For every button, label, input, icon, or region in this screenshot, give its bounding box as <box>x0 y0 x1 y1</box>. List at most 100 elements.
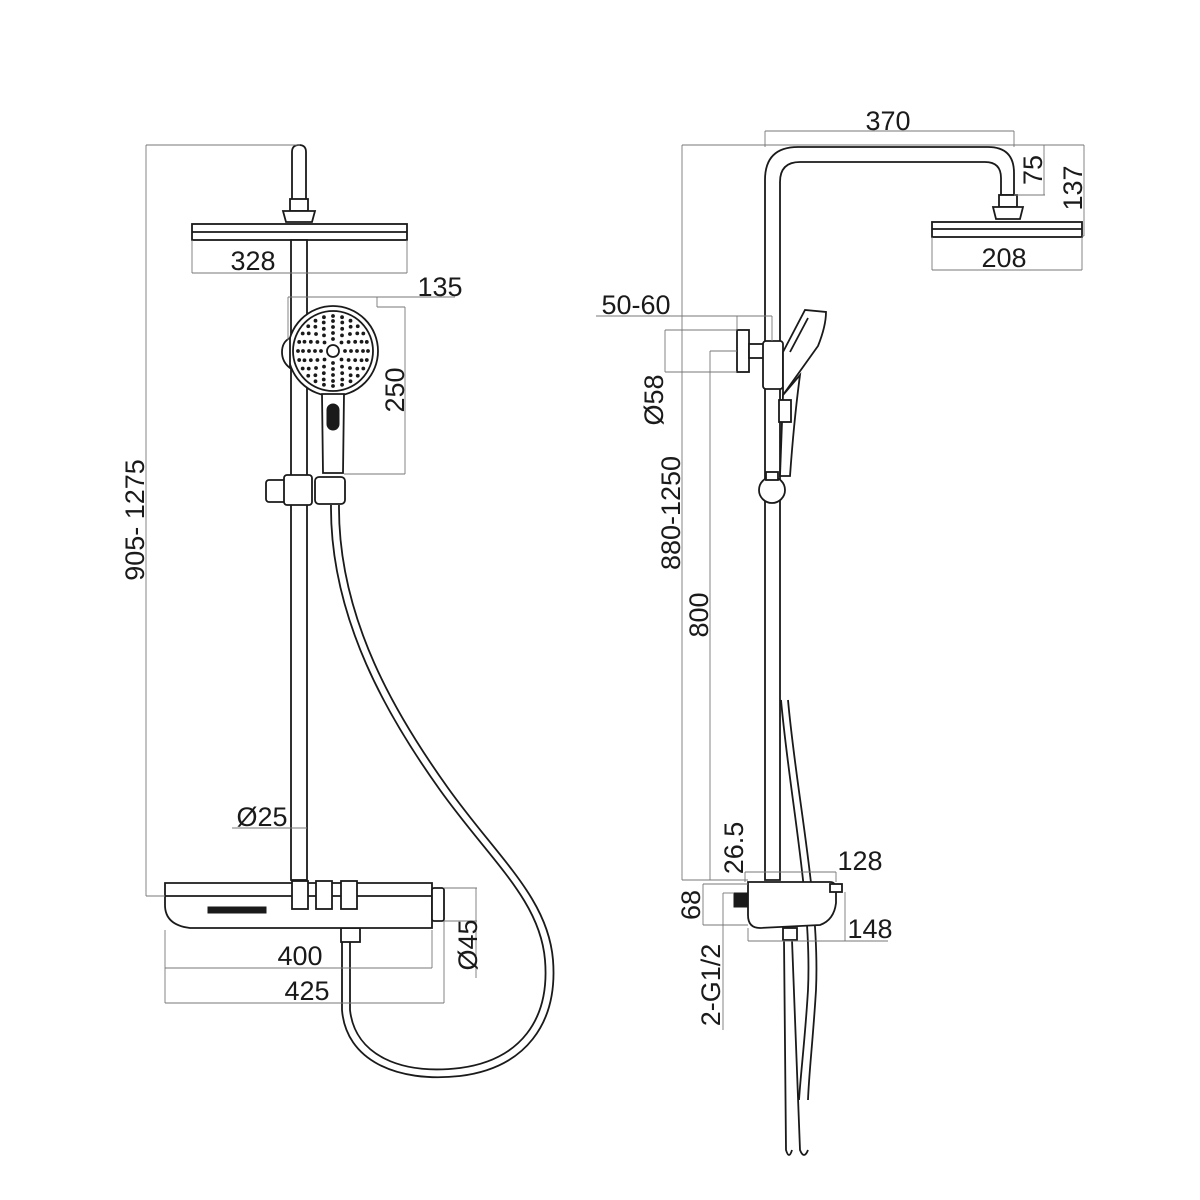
spray-nozzle <box>331 337 335 341</box>
spray-nozzle <box>306 324 311 329</box>
spray-nozzle <box>353 358 358 363</box>
side-arm-reach-label: 370 <box>865 106 910 136</box>
spray-nozzle <box>302 339 307 344</box>
side-shower-hose-inner <box>787 699 818 1101</box>
spray-nozzle <box>308 358 313 363</box>
spray-nozzle <box>315 358 320 362</box>
front-control-knobs <box>291 880 358 910</box>
spray-nozzle <box>355 373 360 378</box>
spray-nozzle <box>340 377 345 382</box>
spray-nozzle <box>331 331 335 335</box>
spray-nozzle <box>322 333 326 338</box>
spray-nozzle <box>340 315 344 320</box>
side-hand-shower <box>762 309 827 477</box>
spray-nozzle <box>331 314 335 318</box>
spray-nozzle <box>306 331 311 336</box>
side-height-range-label: 880-1250 <box>656 456 686 570</box>
spray-nozzle <box>359 339 364 344</box>
spray-nozzle <box>313 379 318 384</box>
front-mixer-total-width-label: 425 <box>284 976 329 1006</box>
front-hand-shower-width-label: 135 <box>417 272 462 302</box>
spray-nozzle <box>296 349 300 353</box>
spray-nozzle <box>331 373 335 377</box>
front-slider-holder <box>265 474 346 506</box>
front-hose-connector <box>340 927 361 943</box>
front-mixer-diameter-label: Ø45 <box>453 919 483 970</box>
front-head-width-label: 328 <box>230 246 275 276</box>
spray-nozzle <box>348 366 352 370</box>
spray-nozzle <box>331 319 335 323</box>
spray-nozzle <box>353 339 358 344</box>
spray-nozzle <box>314 332 318 336</box>
spray-nozzle <box>355 349 359 353</box>
spray-nozzle <box>302 358 307 363</box>
spray-nozzle <box>306 366 311 371</box>
spray-nozzle <box>348 332 352 336</box>
spray-nozzle <box>339 357 344 362</box>
spray-nozzle <box>340 382 344 387</box>
spray-nozzle-pattern <box>296 314 370 388</box>
front-shower-arm <box>291 144 307 201</box>
spray-nozzle <box>322 340 327 345</box>
spray-nozzle <box>346 358 351 362</box>
spray-nozzle <box>349 349 353 353</box>
spray-nozzle <box>355 366 360 371</box>
spray-nozzle <box>331 361 335 365</box>
spray-nozzle <box>307 349 311 353</box>
spray-nozzle <box>361 349 365 353</box>
spray-nozzle <box>319 349 323 353</box>
front-hand-shower-height-label: 250 <box>380 367 410 412</box>
side-arm-drop-label: 75 <box>1018 155 1048 185</box>
side-bracket-diameter-label: Ø58 <box>639 374 669 425</box>
side-riser-with-arm <box>764 146 1015 881</box>
spray-nozzle <box>331 379 335 383</box>
spray-nozzle <box>300 331 305 336</box>
spray-nozzle <box>322 357 327 362</box>
spray-nozzle <box>346 340 351 344</box>
front-hand-shower <box>281 305 379 474</box>
spray-nozzle <box>314 366 318 370</box>
spray-nozzle <box>366 349 370 353</box>
side-inlets-label: 2-G1/2 <box>696 944 726 1027</box>
spray-nozzle <box>348 379 353 384</box>
front-riser-rail <box>290 239 308 881</box>
side-offset-label: 26.5 <box>719 822 749 875</box>
spray-nozzle <box>364 340 369 344</box>
side-wall-bracket <box>736 329 766 373</box>
front-shelf-slot <box>207 906 267 914</box>
spray-nozzle <box>348 318 353 323</box>
spray-nozzle <box>340 364 344 369</box>
side-mixer-projection-label: 148 <box>847 914 892 944</box>
front-dimension-lines <box>145 144 477 1004</box>
front-view: 328 135 250 905- 1275 Ø25 400 425 Ø45 <box>120 144 555 1079</box>
spray-nozzle <box>322 382 326 387</box>
front-head-connector <box>289 198 309 212</box>
spray-nozzle <box>361 366 366 371</box>
front-head-nut <box>281 210 317 223</box>
side-thermostatic-mixer <box>747 881 837 929</box>
front-rail-diameter-label: Ø25 <box>236 802 287 832</box>
front-shower-hose-inner <box>338 504 555 1079</box>
side-wall-distance-label: 50-60 <box>601 290 670 320</box>
spray-nozzle <box>331 325 335 329</box>
spray-nozzle <box>321 320 326 325</box>
spray-nozzle <box>313 349 317 353</box>
side-mixer-depth-label: 128 <box>837 846 882 876</box>
spray-nozzle <box>348 324 353 329</box>
spray-nozzle <box>343 349 347 353</box>
spray-nozzle <box>322 364 326 369</box>
spray-nozzle <box>355 324 360 329</box>
side-view: 370 75 137 208 50-60 Ø58 880-1250 800 26… <box>596 106 1088 1156</box>
spray-nozzle <box>361 331 366 336</box>
side-head-height-label: 137 <box>1058 165 1088 210</box>
spray-nozzle <box>340 371 345 376</box>
side-shower-hose <box>780 699 810 1101</box>
spray-nozzle <box>331 384 335 388</box>
spray-nozzle <box>297 358 302 362</box>
spray-nozzle <box>313 324 318 329</box>
spray-nozzle <box>322 315 326 320</box>
spray-nozzle <box>340 333 344 338</box>
spray-nozzle <box>306 373 311 378</box>
spray-nozzle <box>313 373 318 378</box>
